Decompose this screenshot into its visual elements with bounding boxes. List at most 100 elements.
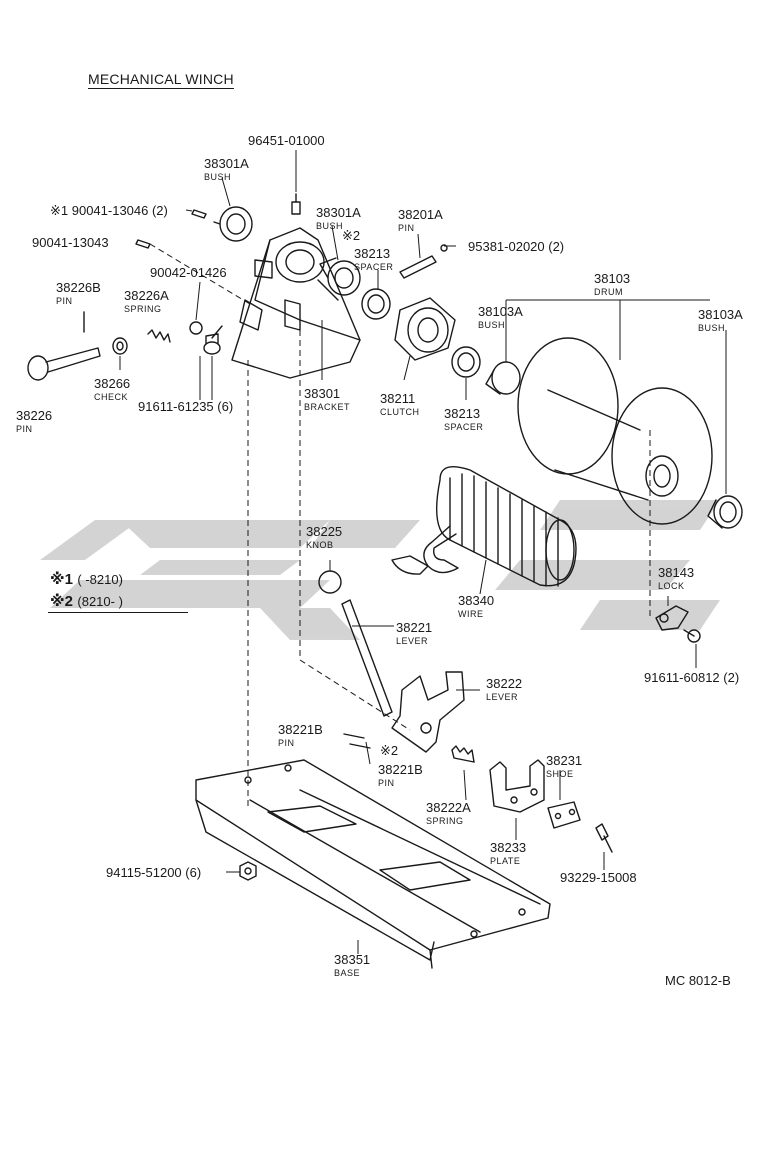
part-name: CHECK: [94, 392, 129, 402]
spring-38222a: [451, 745, 475, 763]
part-number: 38226B: [56, 280, 101, 295]
part-number: 38221B: [278, 722, 323, 737]
nut-94115: [239, 861, 257, 881]
part-number: 38213: [354, 246, 391, 261]
grease-fitting-96451: [291, 193, 301, 215]
part-number: 38233: [490, 840, 527, 855]
label-91611-60812: 91611-60812 (2): [644, 670, 740, 685]
part-name: BASE: [334, 968, 361, 978]
label-38266: 38266 CHECK: [94, 376, 130, 402]
label-38231-shoe: 38231 SHOE: [546, 753, 582, 779]
dashed-assembly-lines: [149, 243, 651, 810]
part-name: DRUM: [594, 287, 623, 297]
label-38213-upper: 38213 SPACER: [354, 246, 393, 272]
part-name: BUSH: [478, 320, 506, 330]
drum-38103: [517, 337, 713, 525]
wire-38340: [435, 466, 577, 587]
lever-38222: [391, 671, 465, 753]
part-name: SPACER: [354, 262, 394, 272]
pin-38226: [27, 347, 101, 381]
label-38301-bracket: 38301 BRACKET: [304, 386, 350, 412]
label-38226a: 38226A SPRING: [124, 288, 169, 314]
label-mark2-lower: ※2: [380, 743, 399, 758]
bush-38103a-right: [707, 495, 743, 529]
part-number: 38301A: [316, 205, 361, 220]
part-name: PIN: [398, 223, 415, 233]
part-name: KNOB: [306, 540, 334, 550]
part-number: 38103A: [478, 304, 523, 319]
part-number: 38221B: [378, 762, 423, 777]
check-38266: [112, 337, 128, 355]
note-text: (8210- ): [77, 594, 123, 609]
label-38221b-lower: 38221B PIN: [378, 762, 423, 788]
label-38103a-right: 38103A BUSH: [698, 307, 743, 333]
screw-93229: [595, 823, 613, 853]
pin-38201a: [399, 244, 448, 279]
note-1: ※1 ( -8210): [50, 572, 123, 588]
part-name: BUSH: [316, 221, 344, 231]
diagram-title: MECHANICAL WINCH: [88, 71, 234, 89]
label-93229-15008: 93229-15008: [560, 870, 637, 885]
part-name: LEVER: [396, 636, 429, 646]
label-38351-base: 38351 BASE: [334, 952, 370, 978]
note-mark: ※1: [50, 571, 73, 588]
label-38233-plate: 38233 PLATE: [490, 840, 526, 866]
spring-38226a: [147, 329, 171, 343]
label-38103-drum: 38103 DRUM: [594, 271, 630, 297]
label-38226b: 38226B PIN: [56, 280, 101, 306]
part-number: 38222A: [426, 800, 471, 815]
part-number: 38301A: [204, 156, 249, 171]
label-90041-13043: 90041-13043: [32, 235, 109, 250]
part-name: BUSH: [204, 172, 232, 182]
part-name: PLATE: [490, 856, 521, 866]
part-name: LEVER: [486, 692, 519, 702]
label-38143-lock: 38143 LOCK: [658, 565, 694, 591]
part-name: SPRING: [124, 304, 162, 314]
part-name: PIN: [56, 296, 73, 306]
note-2: ※2 (8210- ): [50, 594, 123, 610]
part-number: 38103: [594, 271, 631, 286]
part-number: 38221: [396, 620, 433, 635]
pin-38221b: [343, 733, 371, 749]
label-38221-lever: 38221 LEVER: [396, 620, 432, 646]
part-name: WIRE: [458, 609, 484, 619]
bolt-91611-61235: [203, 325, 223, 355]
label-mark2-upper: ※2: [342, 228, 361, 243]
part-number: 38225: [306, 524, 343, 539]
washer-90042: [189, 321, 203, 335]
label-38213-lower: 38213 SPACER: [444, 406, 483, 432]
part-name: PIN: [16, 424, 33, 434]
label-38222a-spring: 38222A SPRING: [426, 800, 471, 826]
part-number: 38226A: [124, 288, 169, 303]
lock-38143: [655, 605, 689, 631]
part-name: LOCK: [658, 581, 685, 591]
note-mark: ※2: [50, 593, 73, 610]
part-number: 38301: [304, 386, 341, 401]
bush-38103a-left: [485, 361, 521, 395]
spacer-38213-lower: [451, 346, 481, 378]
label-96451-01000: 96451-01000: [248, 133, 325, 148]
screw-90041-13043: [135, 239, 151, 249]
part-name: PIN: [278, 738, 295, 748]
part-number: 38231: [546, 753, 583, 768]
label-38226: 38226 PIN: [16, 408, 52, 434]
part-name: SPACER: [444, 422, 484, 432]
base-38351: [195, 759, 551, 969]
leader-lines: [119, 150, 727, 954]
bolt-91611-60812: [683, 629, 701, 643]
label-95381-02020: 95381-02020 (2): [468, 239, 565, 254]
label-38201a: 38201A PIN: [398, 207, 443, 233]
label-90042-01426: 90042-01426: [150, 265, 227, 280]
part-name: PIN: [378, 778, 395, 788]
note-text: ( -8210): [77, 572, 123, 587]
label-38222-lever: 38222 LEVER: [486, 676, 522, 702]
part-number: 38211: [380, 391, 416, 406]
hook: [391, 525, 459, 575]
plate-38233: [489, 759, 545, 813]
label-38301a-right: 38301A BUSH: [316, 205, 361, 231]
label-94115-51200: 94115-51200 (6): [106, 865, 202, 880]
part-number: 38340: [458, 593, 495, 608]
lever-38221: [341, 599, 393, 717]
part-name: BUSH: [698, 323, 726, 333]
